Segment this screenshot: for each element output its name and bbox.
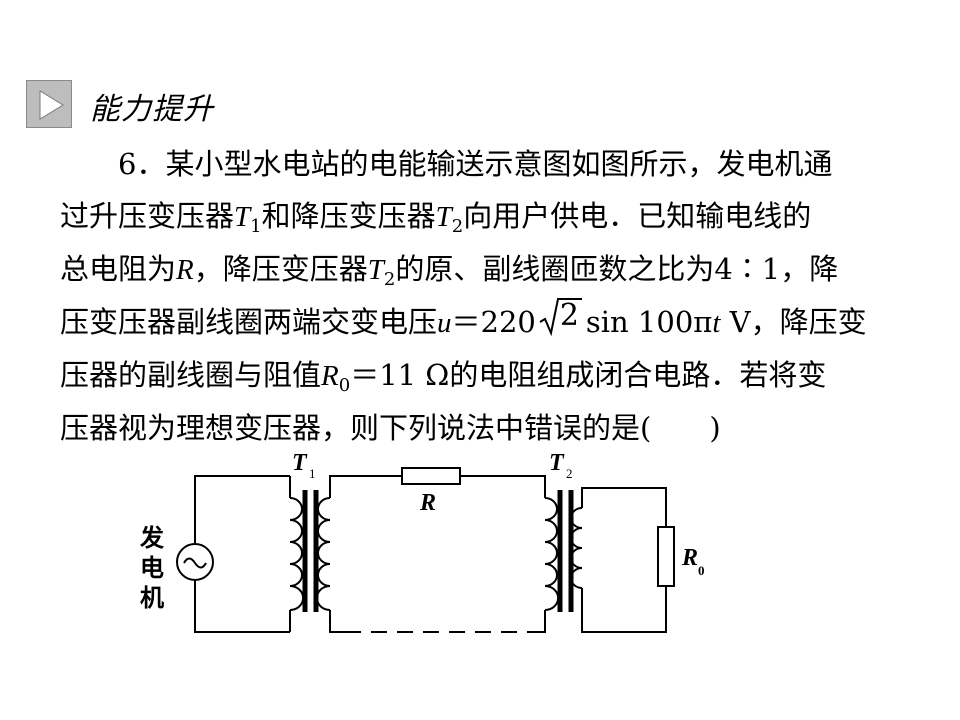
problem-line-1-text: 6．某小型水电站的电能输送示意图如图所示，发电机通 [118, 147, 833, 181]
sub-2: 2 [383, 269, 396, 290]
wire-gen-top [194, 475, 290, 545]
label-generator-3: 机 [140, 585, 164, 612]
label-T2-sub: 2 [566, 466, 573, 481]
label-T2: T [549, 450, 565, 476]
var-R: R [176, 254, 194, 286]
play-button[interactable] [26, 80, 72, 128]
var-T2: T [435, 201, 452, 233]
t1-secondary-coil [315, 497, 331, 611]
label-R0-sub: 0 [698, 563, 705, 578]
wire-load-top [581, 487, 667, 527]
problem-line-3: 总电阻为R，降压变压器T2的原、副线圈匝数之比为4∶1，降 [60, 243, 910, 296]
text-segment: 和降压变压器 [261, 199, 436, 233]
sub-2: 2 [451, 216, 464, 237]
wire-line-top-left [329, 475, 402, 498]
text-segment: 总电阻为 [60, 252, 177, 286]
t2-primary-coil [544, 497, 560, 611]
resistor-R0 [657, 526, 675, 587]
problem-line-6-text: 压器视为理想变压器，则下列说法中错误的是( ) [60, 411, 721, 445]
var-R0: R [321, 360, 339, 392]
var-u: u [437, 307, 452, 339]
sub-1: 1 [250, 216, 262, 237]
problem-line-2: 过升压变压器T1和降压变压器T2向用户供电．已知输电线的 [60, 190, 910, 243]
text-segment: 的原、副线圈匝数之比为4∶1，降 [395, 252, 839, 286]
problem-line-6: 压器视为理想变压器，则下列说法中错误的是( ) [60, 402, 910, 454]
text-segment: 压器的副线圈与阻值 [60, 358, 322, 392]
section-title: 能力提升 [90, 92, 214, 127]
text-segment: 压变压器副线圈两端交变电压 [60, 305, 438, 339]
sqrt-radicand: 2 [559, 298, 579, 333]
label-R0: R [681, 545, 698, 571]
t1-primary-coil [289, 497, 305, 611]
label-generator-2: 电 [140, 555, 164, 582]
text-segment: V，降压变 [720, 305, 867, 339]
sqrt-symbol: 2 [538, 296, 582, 336]
text-segment: 向用户供电．已知输电线的 [463, 199, 812, 233]
problem-line-5: 压器的副线圈与阻值R0＝11 Ω的电阻组成闭合电路．若将变 [60, 349, 910, 402]
ac-wave-icon [183, 557, 207, 569]
generator-symbol [176, 543, 214, 581]
var-T2: T [367, 254, 384, 286]
resistor-R [401, 467, 461, 485]
problem-text: 6．某小型水电站的电能输送示意图如图所示，发电机通 过升压变压器T1和降压变压器… [60, 138, 910, 454]
text-segment: ，降压变压器 [193, 252, 368, 286]
wire-load-bottom [581, 586, 667, 633]
label-generator-1: 发 [139, 524, 164, 552]
text-segment: 过升压变压器 [60, 199, 235, 233]
label-T1: T [292, 450, 308, 476]
wire-gen-bottom [194, 580, 290, 633]
text-segment: ＝11 Ω的电阻组成闭合电路．若将变 [350, 358, 827, 392]
sub-0: 0 [338, 375, 351, 396]
wire-line-bottom-right [530, 610, 546, 633]
problem-line-1: 6．某小型水电站的电能输送示意图如图所示，发电机通 [60, 138, 910, 190]
text-segment: sin 100π [585, 305, 713, 339]
wire-line-bottom-left [329, 610, 345, 633]
label-T1-sub: 1 [309, 466, 316, 481]
play-triangle-icon [39, 90, 64, 120]
var-T1: T [234, 201, 251, 233]
label-R: R [419, 490, 436, 516]
var-t: t [712, 307, 721, 339]
wire-line-top-right [460, 475, 546, 498]
text-segment: ＝220 [451, 305, 536, 339]
